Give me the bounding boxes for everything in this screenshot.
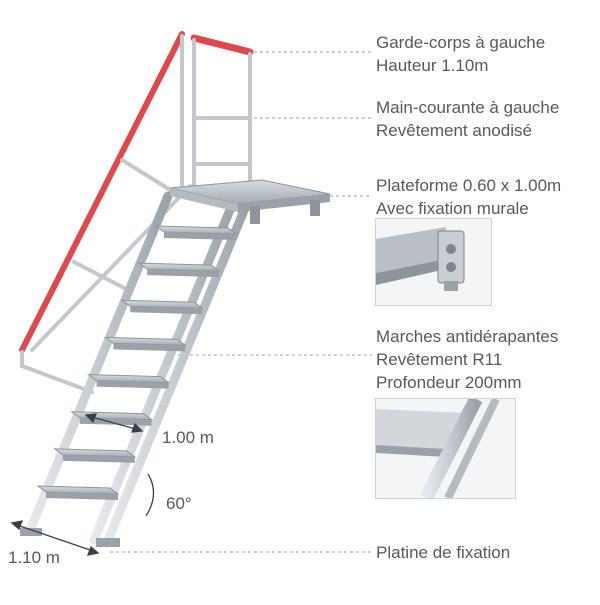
handrail-label-line1: Main-courante à gauche [376, 98, 560, 117]
stair-tread-edge [96, 380, 169, 389]
treads [36, 225, 238, 500]
platform-detail-image [375, 218, 492, 306]
stair-tread-edge [62, 454, 135, 463]
platform-label-line2: Avec fixation murale [376, 199, 529, 218]
red-guardrail-slope [19, 31, 185, 353]
step-width-label: 1.00 m [162, 428, 214, 447]
handrail-label-line2: Revêtement anodisé [376, 121, 532, 140]
guardrail-label-line1: Garde-corps à gauche [376, 33, 546, 52]
base-label-line1: Platine de fixation [376, 543, 511, 562]
guardrail-label-line2: Hauteur 1.10m [376, 56, 489, 75]
steps-label-line2: Revêtement R11 [376, 350, 503, 369]
stair-tread-edge [79, 417, 152, 426]
step-detail-image [375, 398, 516, 499]
stair-tread-edge [147, 269, 220, 278]
platform [169, 179, 331, 224]
stair-tread-edge [130, 306, 203, 315]
leader-lines [110, 51, 372, 553]
guardrail-frame [20, 34, 252, 394]
steps-label-line3: Profondeur 200mm [376, 373, 522, 392]
stair-tread-edge [46, 492, 118, 500]
base-plates [20, 528, 120, 547]
platform-label-line1: Plateforme 0.60 x 1.00m [376, 176, 562, 195]
stringers [25, 191, 255, 545]
red-guardrail-top [190, 34, 254, 56]
dimension-arrows [10, 413, 155, 556]
stair-tread-edge [113, 343, 186, 352]
angle-label: 60° [166, 494, 192, 513]
steps-label-line1: Marches antidérapantes [376, 327, 559, 346]
footprint-width-label: 1.10 m [8, 548, 60, 567]
stair-tread-edge [164, 232, 236, 240]
